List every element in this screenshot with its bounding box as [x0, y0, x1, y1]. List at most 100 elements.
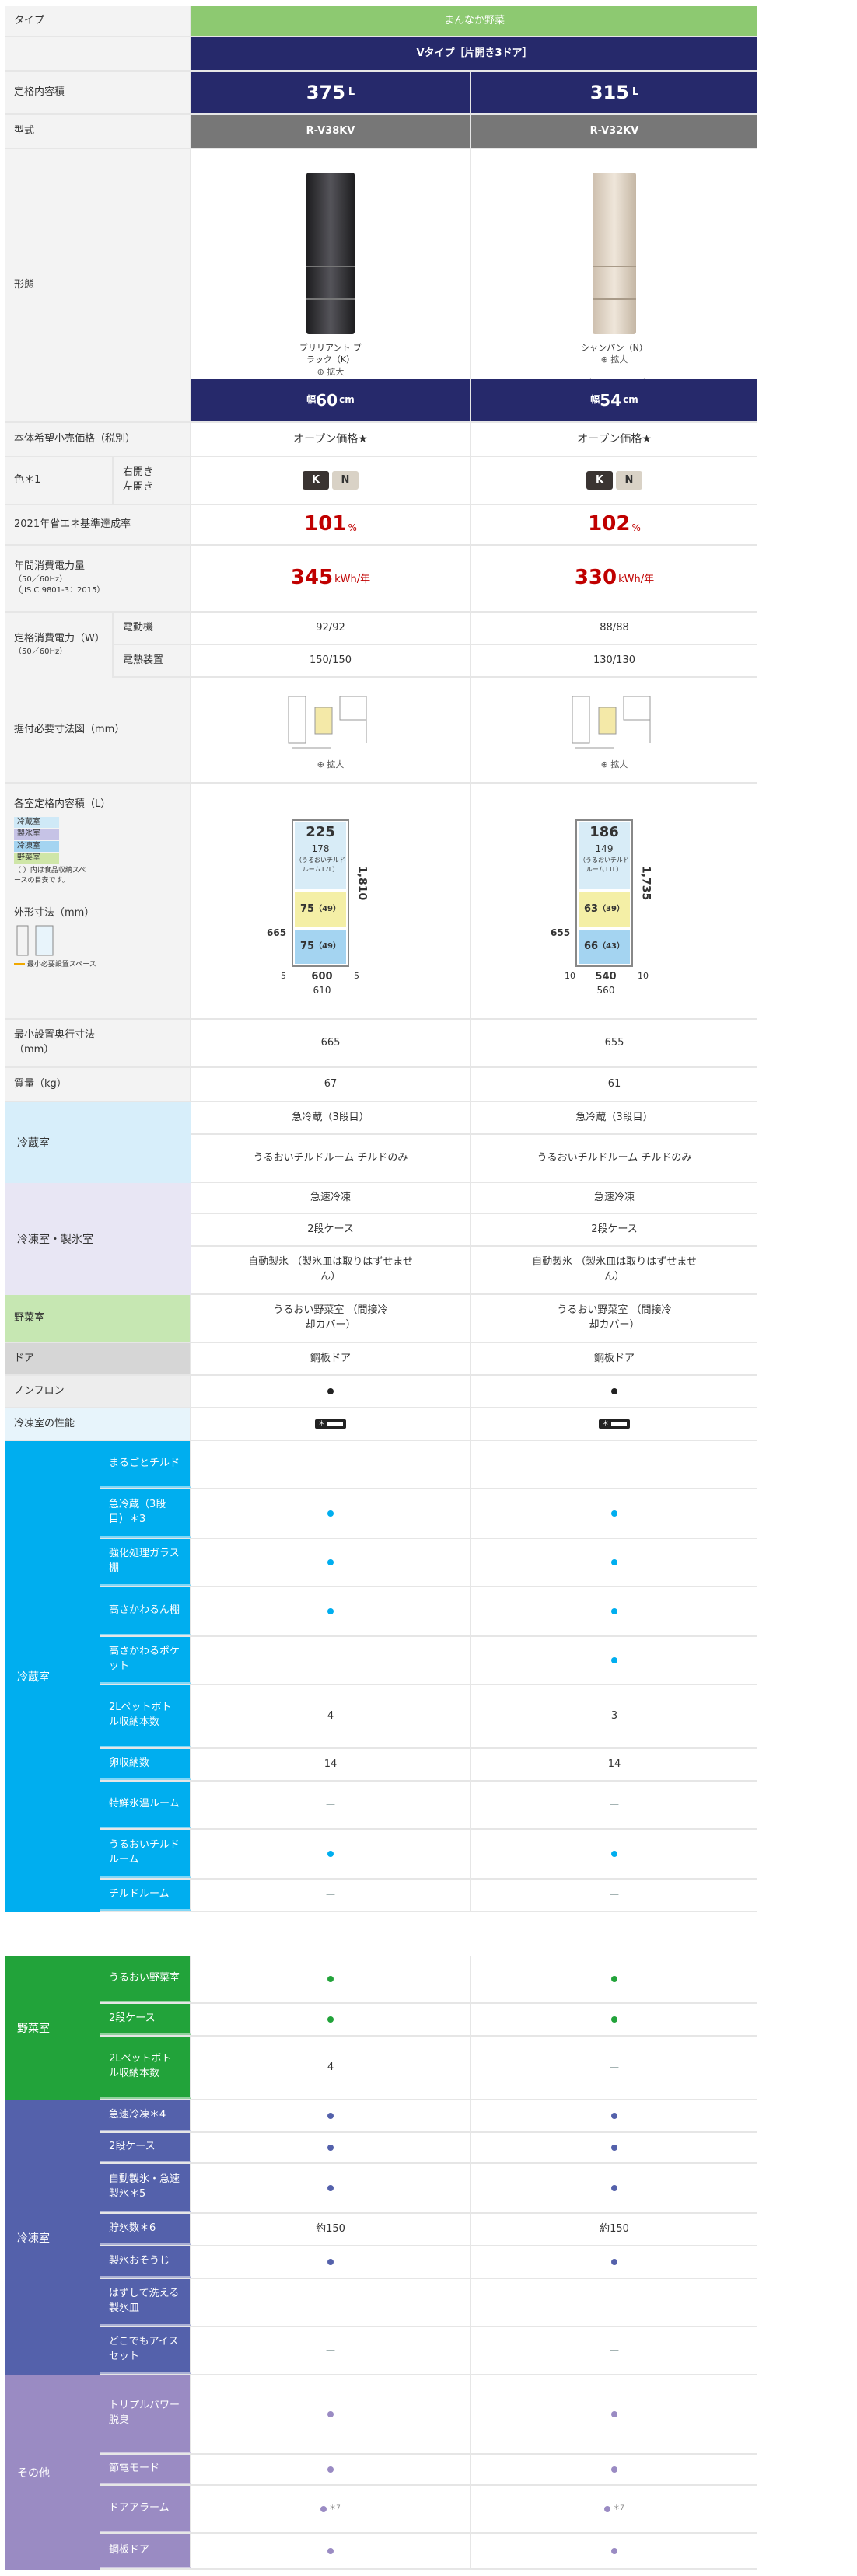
sec_veg-feature-value [191, 2004, 471, 2035]
yes-dot-icon [327, 2016, 334, 2023]
mindepth-text: 665 [320, 1036, 341, 1049]
door-label: ドア [5, 1343, 191, 1374]
fridge-basic-label: 冷蔵室 [5, 1102, 191, 1183]
sec_fridge-feature-value [471, 1489, 757, 1538]
feature-name-text: 製氷おそうじ [109, 2254, 170, 2267]
feature-name-text: 自動製氷・急速製氷＊5 [109, 2173, 180, 2200]
fridge-capacity: 178 [311, 843, 330, 855]
sec_other-feature-value [191, 2375, 471, 2453]
feature-value-text: 14 [607, 1757, 621, 1770]
feature-name-text: 2段ケース [109, 2012, 156, 2024]
sec_veg-feature-value: — [471, 2037, 757, 2099]
freezer-basic-label-text: 冷凍室・製氷室 [17, 1234, 93, 1246]
energy-label: 2021年省エネ基準達成率 [5, 505, 191, 544]
sec_fridge-feature-row: 特鮮氷温ルーム—— [100, 1782, 757, 1830]
sec_freezer-feature-value [471, 2133, 757, 2162]
veg-capacity: 75 [299, 940, 315, 952]
breakdown-label: 各室定格内容積（L）冷蔵室製氷室冷凍室野菜室（ ）内は食品収納スペースの目安です… [5, 784, 191, 1018]
freezer-basic-value: 2段ケース [191, 1214, 471, 1245]
star-mark: ＊ [602, 1420, 610, 1428]
fridge-basic-row: 急冷蔵（3段目）急冷蔵（3段目） [191, 1102, 757, 1135]
door-label-text: ドア [14, 1352, 35, 1364]
subtype-text: Vタイプ［片開き3ドア］ [416, 47, 533, 59]
perf-label: 冷凍室の性能 [5, 1408, 191, 1440]
annual-unit: kWh/年 [334, 574, 371, 586]
zoom-link[interactable]: ⊕ 拡大 [579, 354, 649, 365]
freezer-basic-value: 2段ケース [471, 1214, 757, 1245]
rated-note: （50／60Hz） [14, 647, 68, 657]
install-diagram-image [572, 696, 651, 749]
sec_fridge-feature-name: うるおいチルドルーム [100, 1830, 191, 1878]
feature-name-text: 急速冷凍＊4 [109, 2108, 166, 2120]
feature-name-text: うるおいチルドルーム [109, 1839, 180, 1866]
sec_fridge-feature-row: うるおいチルドルーム [100, 1830, 757, 1880]
annual-label: 年間消費電力量（50／60Hz）（JIS C 9801-3：2015） [5, 546, 191, 611]
fridge-door-line [593, 298, 636, 300]
yes-dot-icon [327, 1559, 334, 1565]
capacity-unit: L [631, 86, 639, 98]
model-text: R-V32KV [589, 124, 639, 137]
zoom-link[interactable]: ⊕ 拡大 [317, 759, 345, 771]
yes-dot-icon [327, 2113, 334, 2119]
rated-value: 92/92 [191, 613, 471, 644]
sec_fridge-feature-row: 高さかわるポケット— [100, 1637, 757, 1685]
sec_other-feature-value [191, 2534, 471, 2568]
side-clearance-right: 5 [354, 971, 359, 981]
width-label: 幅 [590, 394, 600, 406]
rated-label-text: 定格消費電力（W） [14, 633, 105, 645]
dash-icon: — [326, 2296, 335, 2308]
sec_freezer-feature-row: 急速冷凍＊4 [100, 2100, 757, 2133]
price-row: 本体希望小売価格（税別）オープン価格★オープン価格★ [5, 423, 757, 457]
rated-value: 150/150 [191, 645, 471, 676]
chill-note: （うるおいチルドルーム17L） [296, 857, 345, 874]
zoom-link[interactable]: ⊕ 拡大 [601, 759, 628, 771]
freezer-basic-text: 2段ケース [307, 1223, 354, 1235]
freezer-note: （39） [598, 904, 624, 913]
rated-sub: 電動機 [114, 613, 191, 644]
footnote-mark: ＊7 [613, 2504, 624, 2513]
sec_fridge-feature-row: チルドルーム—— [100, 1880, 757, 1912]
outer-width: 560 [596, 985, 615, 996]
sec_fridge-feature-name: 急冷蔵（3段目）＊3 [100, 1489, 191, 1538]
total-capacity: 186 [589, 824, 619, 840]
yes-dot-icon [611, 2259, 617, 2265]
zoom-link[interactable]: ⊕ 拡大 [296, 366, 366, 378]
subtype-label-empty [5, 37, 191, 70]
feature-name-text: 2Lペットボトル収納本数 [109, 1702, 172, 1728]
inner-width: 540 [595, 971, 617, 983]
left-open: 左開き [123, 481, 154, 493]
freezer-basic-row: 自動製氷 （製氷皿は取りはずせません）自動製氷 （製氷皿は取りはずせません） [191, 1247, 757, 1295]
veg-basic-label-text: 野菜室 [14, 1311, 45, 1324]
sec_fridge-feature-value [191, 1830, 471, 1878]
freezer-basic-value: 急速冷凍 [191, 1183, 471, 1213]
sec_fridge-feature-row: 急冷蔵（3段目）＊3 [100, 1489, 757, 1539]
sec_fridge-feature-value: — [191, 1880, 471, 1911]
annual-note: （JIS C 9801-3：2015） [14, 586, 105, 595]
model-label: 型式 [5, 115, 191, 148]
rated-sub-text: 電動機 [123, 621, 154, 634]
sec_fridge-feature-value [471, 1539, 757, 1586]
capacity-label: 定格内容積 [5, 72, 191, 113]
sec_fridge-feature-name: まるごとチルド [100, 1441, 191, 1488]
model-text: R-V38KV [306, 124, 355, 137]
color-label-text: 色＊1 [14, 473, 41, 486]
energy-value: 102% [471, 505, 757, 544]
rated-sub: 電熱装置 [114, 645, 191, 676]
feature-name-text: 高さかわるん棚 [109, 1604, 180, 1616]
sec_freezer-feature-name: 急速冷凍＊4 [100, 2100, 191, 2131]
color-caption: ブリリアント ブラック（K） [299, 343, 362, 365]
capacity-number: 375 [306, 81, 345, 103]
sec_veg-group-label: 野菜室 [5, 1956, 100, 2100]
model-value: R-V38KV [191, 115, 471, 148]
breakdown-row: 各室定格内容積（L）冷蔵室製氷室冷凍室野菜室（ ）内は食品収納スペースの目安です… [5, 784, 757, 1020]
